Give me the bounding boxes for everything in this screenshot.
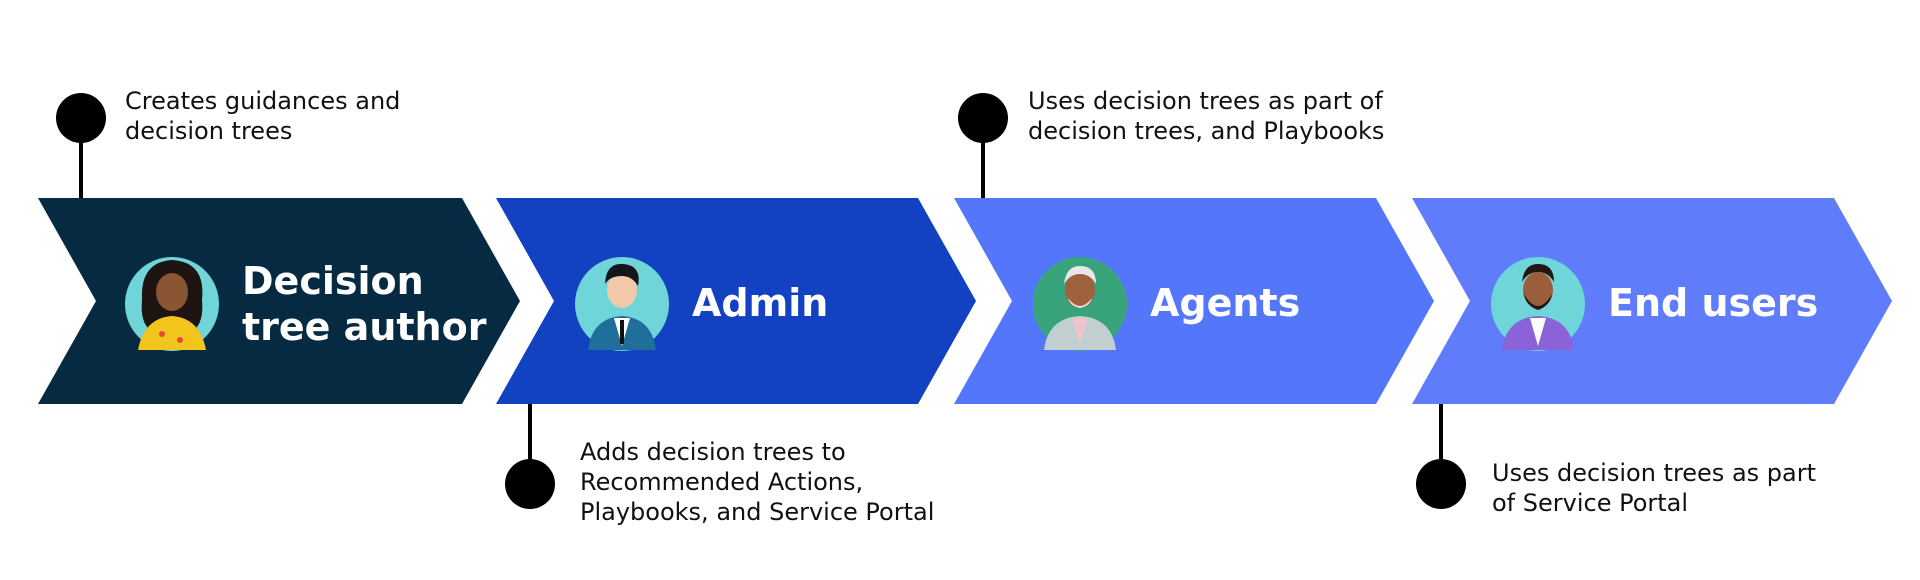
woman-avatar-icon: [125, 257, 219, 351]
connector-dot: [56, 93, 106, 143]
role-label: End users: [1608, 281, 1818, 325]
bearded-man-avatar-icon: [1491, 257, 1585, 351]
role-label: Admin: [692, 281, 828, 325]
stage-admin: Admin Adds decision trees to Recommended…: [496, 198, 976, 526]
annotation-text: Creates guidances and decision trees: [125, 87, 408, 145]
chevron-stage-2: [496, 198, 976, 404]
stage-end-users: End users Uses decision trees as part of…: [1412, 198, 1892, 517]
annotation-text: Adds decision trees to Recommended Actio…: [580, 438, 934, 526]
connector-dot: [505, 459, 555, 509]
older-man-avatar-icon: [1033, 257, 1127, 351]
stage-agents: Agents Uses decision trees as part of de…: [954, 87, 1434, 404]
connector-dot: [1416, 459, 1466, 509]
chevron-stage-3: [954, 198, 1434, 404]
annotation-text: Uses decision trees as part of Service P…: [1492, 459, 1824, 517]
chevron-stage-1: [38, 198, 520, 404]
role-label: Decision tree author: [242, 259, 487, 349]
chevron-stage-4: [1412, 198, 1892, 404]
annotation-text: Uses decision trees as part of decision …: [1028, 87, 1390, 145]
role-label: Agents: [1150, 281, 1300, 325]
stage-decision-tree-author: Decision tree author Creates guidances a…: [38, 87, 520, 404]
man-suit-avatar-icon: [575, 257, 669, 351]
connector-dot: [958, 93, 1008, 143]
